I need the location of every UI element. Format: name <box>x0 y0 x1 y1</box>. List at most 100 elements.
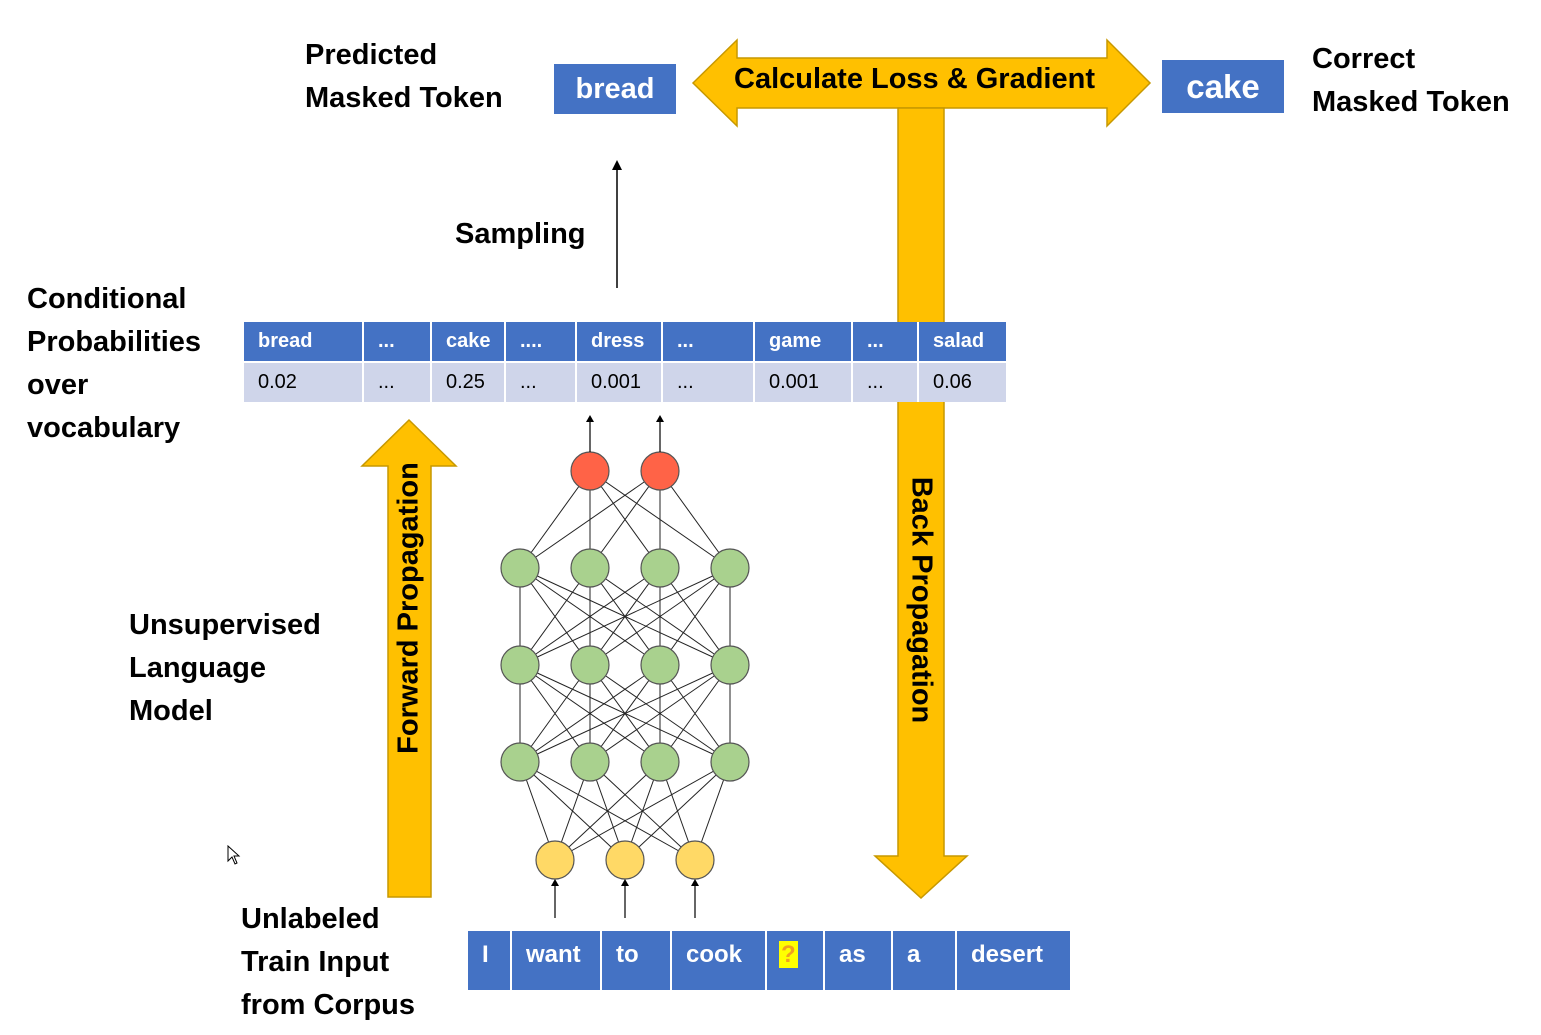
network-nodes <box>500 451 750 880</box>
vocab-header-cell: bread <box>244 322 364 363</box>
input-arrow-head <box>621 879 629 886</box>
input-token: cook <box>671 931 767 990</box>
model-line-1: Unsupervised <box>129 609 321 641</box>
predicted-token-box: bread <box>554 64 676 114</box>
network-edge <box>659 470 731 569</box>
hidden-node <box>570 548 610 588</box>
correct-token-box: cake <box>1162 60 1284 113</box>
network-edge <box>519 567 591 666</box>
network-edge <box>519 664 661 763</box>
network-edge <box>624 761 731 861</box>
hidden-node <box>500 645 540 685</box>
vocab-value-cell: ... <box>505 362 577 402</box>
cond-line-1: Conditional <box>27 283 187 315</box>
input-line-2: Train Input <box>241 946 390 978</box>
input-token: want <box>511 931 602 990</box>
correct-label: Correct Masked Token <box>1312 38 1510 124</box>
vocab-value-cell: 0.25 <box>431 362 506 402</box>
sampling-arrow-head <box>612 160 622 170</box>
sampling-label: Sampling <box>455 218 586 250</box>
vocab-value-cell: ... <box>363 362 432 402</box>
input-node <box>535 840 575 880</box>
forward-propagation-label: Forward Propagation <box>392 462 425 754</box>
vocab-header-cell: ... <box>662 322 755 363</box>
model-line-2: Language <box>129 652 266 684</box>
input-line-1: Unlabeled <box>241 903 380 935</box>
input-token-row: I want to cook ? as a desert <box>468 931 1070 990</box>
predicted-label: Predicted Masked Token <box>305 34 503 120</box>
mask-question-mark: ? <box>779 941 798 968</box>
masked-input-token: ? <box>766 931 825 990</box>
hidden-node <box>640 645 680 685</box>
back-propagation-label: Back Propagation <box>905 476 938 724</box>
loss-label: Calculate Loss & Gradient <box>734 63 1095 95</box>
vocab-header-cell: .... <box>505 322 577 363</box>
vocab-value-cell: ... <box>852 362 919 402</box>
model-line-3: Model <box>129 695 213 727</box>
vocab-header-cell: cake <box>431 322 506 363</box>
conditional-probabilities-label: Conditional Probabilities over vocabular… <box>27 278 201 450</box>
network-edge <box>589 567 731 666</box>
input-node <box>675 840 715 880</box>
vocab-value-cell: 0.06 <box>918 362 1006 402</box>
vocab-value-row: 0.02 ... 0.25 ... 0.001 ... 0.001 ... 0.… <box>244 362 1006 402</box>
cond-line-2: Probabilities <box>27 326 202 358</box>
output-arrow-head <box>656 415 664 422</box>
hidden-node <box>500 742 540 782</box>
network-edges <box>519 470 731 861</box>
vocab-value-cell: ... <box>662 362 755 402</box>
hidden-node <box>570 645 610 685</box>
network-edge <box>519 567 731 666</box>
predicted-label-line1: Predicted <box>305 39 438 71</box>
network-edge <box>519 470 591 569</box>
network-io-arrows <box>551 415 699 918</box>
input-token: a <box>892 931 957 990</box>
hidden-node <box>500 548 540 588</box>
input-token-sequence: I want to cook ? as a desert <box>468 931 1070 990</box>
input-token: as <box>824 931 893 990</box>
input-line-3: from Corpus <box>241 989 415 1021</box>
output-node <box>570 451 610 491</box>
loss-double-arrow <box>691 38 1152 128</box>
correct-label-line2: Masked Token <box>1312 86 1510 118</box>
input-token: to <box>601 931 672 990</box>
network-edge <box>589 470 661 569</box>
network-edge <box>554 761 731 861</box>
vocab-probability-table: bread ... cake .... dress ... game ... s… <box>244 322 1006 402</box>
vocab-header-cell: ... <box>852 322 919 363</box>
hidden-node <box>570 742 610 782</box>
network-edge <box>589 664 731 763</box>
output-arrow-head <box>586 415 594 422</box>
vocab-header-cell: salad <box>918 322 1006 363</box>
vocab-value-cell: 0.001 <box>576 362 663 402</box>
vocab-header-cell: ... <box>363 322 432 363</box>
input-token: I <box>468 931 512 990</box>
network-edge <box>519 664 591 763</box>
hidden-node <box>710 645 750 685</box>
network-edge <box>519 664 731 763</box>
vocab-header-cell: dress <box>576 322 663 363</box>
hidden-node <box>640 742 680 782</box>
input-arrow-head <box>691 879 699 886</box>
hidden-node <box>640 548 680 588</box>
vocab-value-cell: 0.02 <box>244 362 364 402</box>
vocab-header-row: bread ... cake .... dress ... game ... s… <box>244 322 1006 363</box>
input-node <box>605 840 645 880</box>
correct-label-line1: Correct <box>1312 43 1416 75</box>
network-edge <box>519 567 661 666</box>
language-model-label: Unsupervised Language Model <box>129 604 321 733</box>
network-edge <box>659 664 731 763</box>
mouse-cursor-icon <box>227 845 241 865</box>
vocab-header-cell: game <box>754 322 853 363</box>
cond-line-4: vocabulary <box>27 412 181 444</box>
hidden-node <box>710 742 750 782</box>
hidden-node <box>710 548 750 588</box>
back-propagation-arrow <box>873 107 969 900</box>
forward-propagation-arrow <box>360 418 458 898</box>
predicted-label-line2: Masked Token <box>305 82 503 114</box>
train-input-label: Unlabeled Train Input from Corpus <box>241 898 415 1027</box>
network-edge <box>554 761 661 861</box>
output-node <box>640 451 680 491</box>
input-arrow-head <box>551 879 559 886</box>
